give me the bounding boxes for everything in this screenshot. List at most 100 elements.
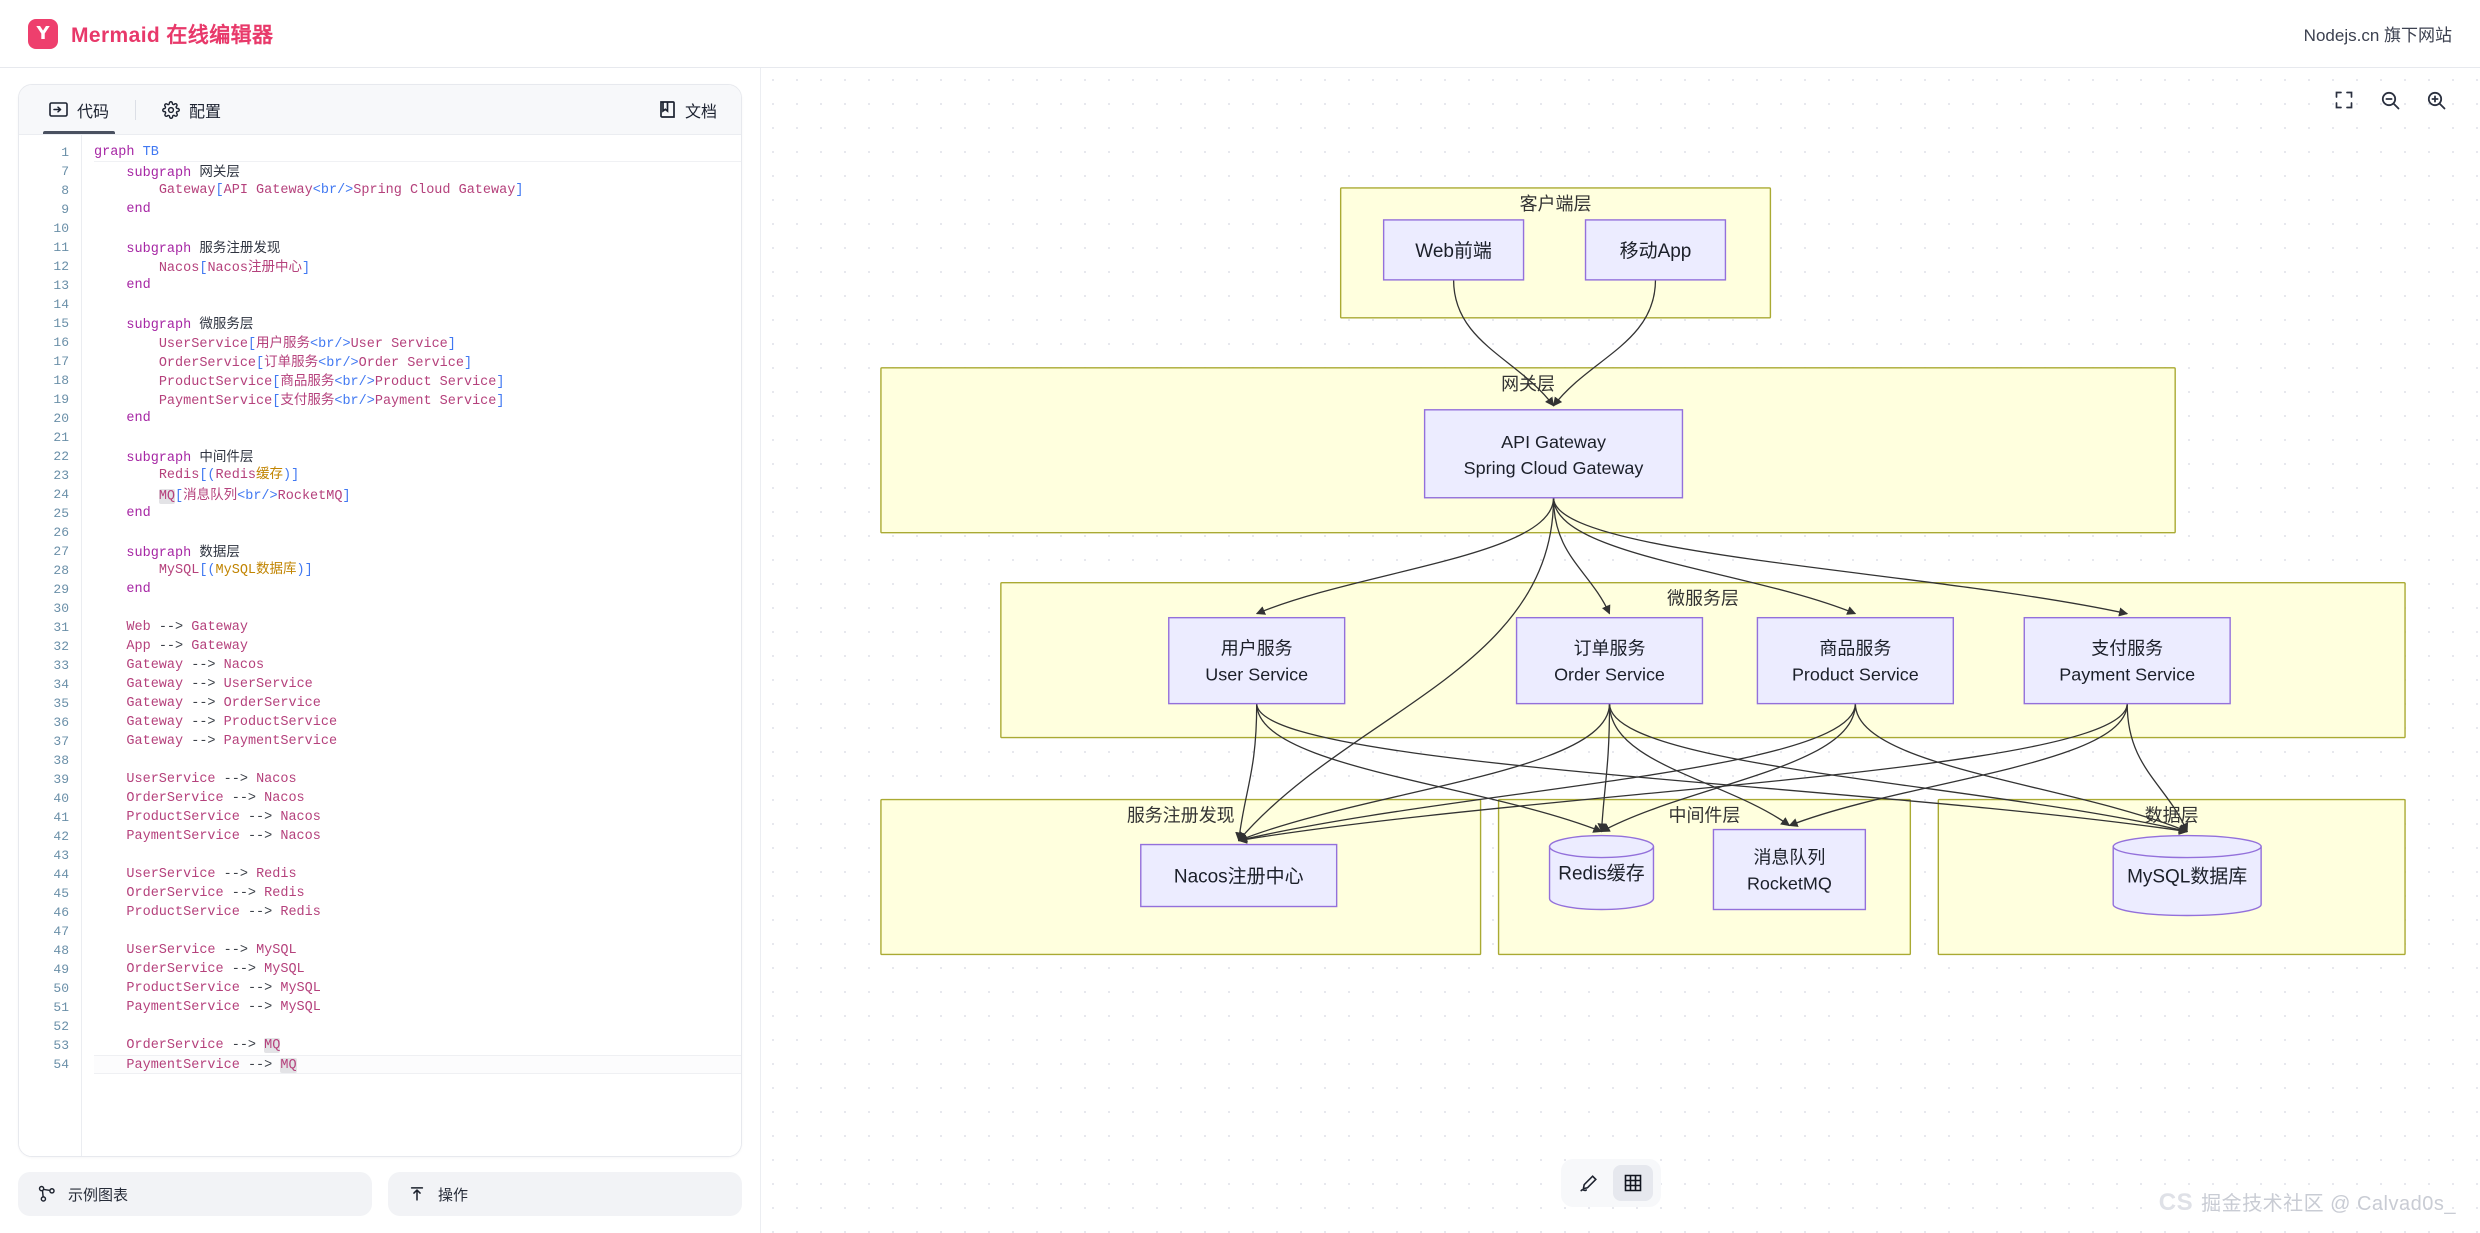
code-line[interactable]: end	[126, 278, 151, 293]
code-line[interactable]: subgraph 中间件层	[126, 449, 254, 466]
code-line[interactable]: Gateway[API Gateway<br/>Spring Cloud Gat…	[158, 183, 524, 198]
tab-code[interactable]: 代码	[35, 85, 123, 134]
code-line[interactable]	[94, 846, 741, 865]
node-App[interactable]: 移动App	[1584, 219, 1727, 281]
line-number: 16	[53, 335, 69, 350]
node-label: User Service	[1205, 665, 1308, 685]
grid-icon[interactable]	[1613, 1165, 1653, 1201]
zoom-out-icon[interactable]	[2374, 84, 2406, 116]
code-line[interactable]	[94, 599, 741, 618]
line-number: 12	[53, 259, 69, 274]
zoom-in-icon[interactable]	[2420, 84, 2452, 116]
node-MySQL[interactable]: MySQL数据库	[2112, 834, 2262, 917]
actions-label: 操作	[438, 1186, 469, 1204]
code-line[interactable]: OrderService --> MQ	[126, 1038, 281, 1053]
code-line[interactable]: Gateway --> OrderService	[126, 696, 321, 711]
edge-ProductService-to-MySQL	[1854, 703, 2189, 833]
canvas-float-toolbar	[1561, 1159, 1661, 1207]
code-line[interactable]	[94, 523, 741, 542]
line-number: 52	[53, 1019, 69, 1034]
code-line[interactable]: OrderService --> Redis	[126, 886, 305, 901]
code-line[interactable]: PaymentService --> MQ	[94, 1055, 741, 1074]
code-line[interactable]: UserService --> MySQL	[126, 943, 297, 958]
code-line[interactable]: end	[126, 506, 151, 521]
code-line[interactable]: subgraph 网关层	[126, 164, 240, 181]
code-text[interactable]: graph TB subgraph 网关层 Gateway[API Gatewa…	[81, 135, 741, 1156]
code-line[interactable]: UserService --> Nacos	[126, 772, 297, 787]
line-number: 39	[53, 772, 69, 787]
code-line[interactable]: Redis[(Redis缓存)]	[158, 468, 300, 483]
gear-icon	[162, 100, 180, 119]
pan-pencil-icon[interactable]	[1569, 1165, 1609, 1201]
node-label: Web前端	[1415, 240, 1492, 262]
code-line[interactable]: OrderService[订单服务<br/>Order Service]	[158, 354, 473, 371]
cluster-label: 客户端层	[1520, 194, 1592, 214]
edge-Gateway-to-PaymentService	[1552, 497, 2129, 617]
code-line[interactable]: MQ[消息队列<br/>RocketMQ]	[158, 487, 351, 504]
code-line[interactable]	[94, 295, 741, 314]
example-diagrams-label: 示例图表	[68, 1186, 129, 1204]
docs-button[interactable]: 文档	[651, 98, 725, 122]
line-number: 14	[53, 297, 69, 312]
code-line[interactable]: ProductService[商品服务<br/>Product Service]	[158, 373, 505, 390]
code-line[interactable]	[94, 1017, 741, 1036]
line-number: 15	[53, 316, 69, 331]
fullscreen-icon[interactable]	[2328, 84, 2360, 116]
code-line[interactable]: ProductService --> MySQL	[126, 981, 321, 996]
code-line[interactable]: Gateway --> ProductService	[126, 715, 338, 730]
code-line[interactable]: subgraph 数据层	[126, 544, 240, 561]
code-line[interactable]: OrderService --> MySQL	[126, 962, 305, 977]
code-line[interactable]	[94, 922, 741, 941]
diagram-edges	[1235, 279, 2189, 844]
code-line[interactable]: PaymentService --> Nacos	[126, 829, 321, 844]
code-line[interactable]: UserService --> Redis	[126, 867, 297, 882]
code-line[interactable]	[94, 751, 741, 770]
code-line[interactable]: end	[126, 582, 151, 597]
code-line[interactable]: Gateway --> PaymentService	[126, 734, 338, 749]
code-line[interactable]: end	[126, 411, 151, 426]
edge-PaymentService-to-Nacos	[1237, 703, 2128, 844]
node-Redis[interactable]: Redis缓存	[1548, 834, 1655, 911]
code-line[interactable]: OrderService --> Nacos	[126, 791, 305, 806]
code-line[interactable]: ProductService --> Redis	[126, 905, 321, 920]
node-Nacos[interactable]: Nacos注册中心	[1140, 843, 1338, 908]
node-label: Nacos注册中心	[1174, 866, 1304, 888]
line-number: 42	[53, 829, 69, 844]
node-Web[interactable]: Web前端	[1382, 219, 1525, 281]
code-line[interactable]: subgraph 微服务层	[126, 316, 254, 333]
code-line[interactable]: PaymentService[支付服务<br/>Payment Service]	[158, 392, 505, 409]
book-icon	[659, 100, 676, 119]
line-number: 22	[53, 449, 69, 464]
brand[interactable]: Y Mermaid 在线编辑器	[28, 18, 273, 49]
code-line[interactable]: end	[126, 202, 151, 217]
code-line[interactable]: ProductService --> Nacos	[126, 810, 321, 825]
example-diagrams-button[interactable]: 示例图表	[18, 1172, 372, 1216]
code-line[interactable]: Nacos[Nacos注册中心]	[158, 259, 311, 276]
code-line[interactable]: App --> Gateway	[126, 639, 248, 654]
code-line[interactable]: Gateway --> UserService	[126, 677, 313, 692]
code-line[interactable]	[94, 219, 741, 238]
node-label: Spring Cloud Gateway	[1464, 458, 1644, 478]
node-label: 订单服务	[1574, 639, 1646, 659]
line-number: 18	[53, 373, 69, 388]
code-line[interactable]: subgraph 服务注册发现	[126, 240, 281, 257]
actions-button[interactable]: 操作	[388, 1172, 742, 1216]
tab-config-label: 配置	[189, 103, 222, 121]
code-line[interactable]: Web --> Gateway	[126, 620, 248, 635]
code-line[interactable]: PaymentService --> MySQL	[126, 1000, 321, 1015]
code-line[interactable]	[94, 428, 741, 447]
code-line[interactable]: graph TB	[94, 143, 741, 162]
code-line[interactable]: MySQL[(MySQL数据库)]	[158, 563, 313, 578]
code-line[interactable]: UserService[用户服务<br/>User Service]	[158, 335, 456, 352]
tab-config[interactable]: 配置	[148, 85, 235, 134]
code-line[interactable]: Gateway --> Nacos	[126, 658, 265, 673]
line-number: 8	[61, 183, 69, 198]
